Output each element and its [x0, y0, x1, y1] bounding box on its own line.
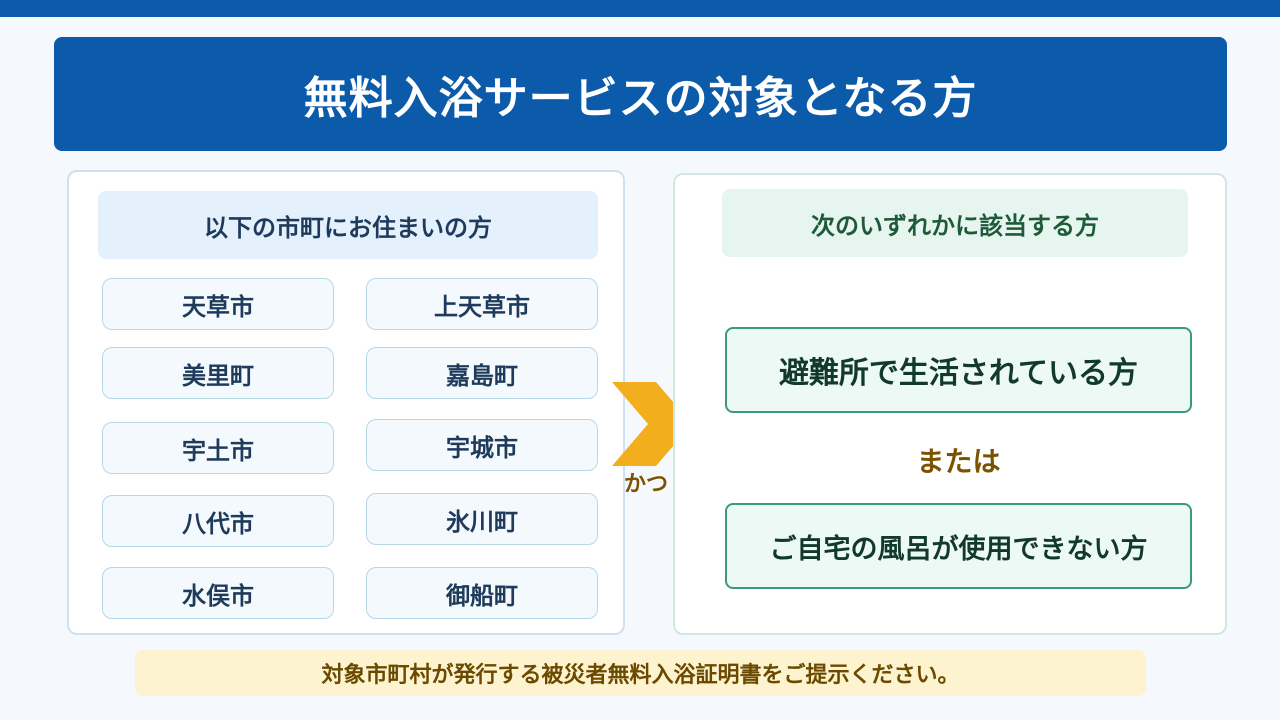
residence-panel: 以下の市町にお住まいの方 天草市 上天草市 美里町 嘉島町 宇土市 宇城市 八代… [67, 170, 625, 635]
condition-shelter: 避難所で生活されている方 [725, 327, 1192, 413]
page-title: 無料入浴サービスの対象となる方 [303, 73, 978, 124]
condition-panel-header: 次のいずれかに該当する方 [722, 189, 1188, 257]
city-item: 上天草市 [366, 278, 598, 330]
and-connector-label: かつ [624, 472, 669, 497]
top-accent-bar [0, 0, 1280, 17]
or-label: または [916, 445, 1001, 478]
footer-note: 対象市町村が発行する被災者無料入浴証明書をご提示ください。 [135, 650, 1146, 696]
chevron-right-icon [612, 382, 692, 466]
city-item: 宇城市 [366, 419, 598, 471]
city-item: 美里町 [102, 347, 334, 399]
city-item: 天草市 [102, 278, 334, 330]
residence-panel-header: 以下の市町にお住まいの方 [98, 191, 598, 259]
title-banner: 無料入浴サービスの対象となる方 [54, 37, 1227, 151]
city-item: 水俣市 [102, 567, 334, 619]
city-item: 宇土市 [102, 422, 334, 474]
city-item: 氷川町 [366, 493, 598, 545]
city-item: 八代市 [102, 495, 334, 547]
city-item: 嘉島町 [366, 347, 598, 399]
condition-no-bath: ご自宅の風呂が使用できない方 [725, 503, 1192, 589]
city-item: 御船町 [366, 567, 598, 619]
